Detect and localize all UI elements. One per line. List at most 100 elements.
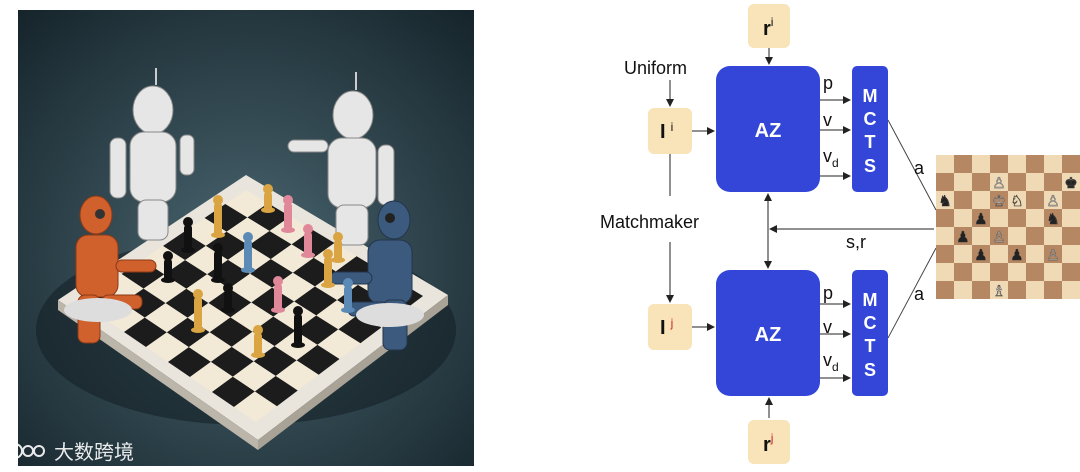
board-square — [936, 227, 954, 245]
board-square — [954, 227, 972, 245]
board-square — [1026, 209, 1044, 227]
svg-text:Ii: Ii — [660, 120, 673, 143]
board-square — [251, 287, 295, 317]
board-square — [1026, 173, 1044, 191]
chess-piece-icon — [273, 276, 283, 286]
board-square — [1062, 227, 1080, 245]
chess-piece-icon: ♟ — [974, 210, 987, 228]
chess-piece-icon — [163, 251, 173, 261]
chess-piece-icon — [343, 278, 353, 288]
board-square — [990, 155, 1008, 173]
board-square — [990, 245, 1008, 263]
board-square — [1008, 263, 1026, 281]
board-square — [972, 155, 990, 173]
watermark: 大数跨境 — [6, 436, 134, 465]
az-top-box: AZ — [716, 66, 820, 192]
chess-piece-icon — [214, 251, 222, 280]
az-bottom-box: AZ — [716, 270, 820, 396]
svg-text:C: C — [864, 313, 877, 333]
mcts-top-box: M C T S — [852, 66, 888, 192]
board-square — [1008, 155, 1026, 173]
board-square — [954, 263, 972, 281]
chess-piece-icon — [323, 249, 333, 259]
board-square — [230, 302, 274, 332]
board-square — [142, 246, 186, 275]
reward-top-box: ri — [748, 4, 790, 48]
board-square — [232, 361, 276, 392]
board-square — [248, 230, 292, 260]
board-square — [1062, 191, 1080, 209]
mcts-bottom-box: M C T S — [852, 270, 888, 396]
chess-piece-icon — [251, 352, 265, 358]
chess-piece-icon: ♙ — [1046, 192, 1059, 210]
chess-piece-icon — [213, 243, 223, 253]
board-square — [226, 217, 270, 246]
chess-piece-icon — [191, 327, 205, 333]
chess-piece-icon — [321, 282, 335, 288]
chess-piece-icon — [331, 257, 345, 263]
board-square — [936, 155, 954, 173]
chess-piece-icon — [223, 283, 233, 293]
svg-text:rj: rj — [763, 431, 773, 456]
chess-piece-icon — [213, 195, 223, 205]
board-square — [954, 191, 972, 209]
board-square — [210, 346, 254, 377]
board-square — [1008, 281, 1026, 299]
board-square — [954, 155, 972, 173]
chess-piece-icon — [324, 257, 332, 285]
board-square — [990, 173, 1008, 191]
board-square — [168, 347, 211, 377]
board-square — [990, 263, 1008, 281]
chess-piece-icon: ♙ — [1046, 246, 1059, 264]
board-square — [1062, 155, 1080, 173]
board-square — [209, 317, 253, 347]
chess-piece-icon — [214, 203, 222, 235]
svg-text:S: S — [864, 156, 876, 176]
chess-piece-icon — [164, 259, 172, 280]
board-square — [936, 173, 954, 191]
board-square — [295, 315, 339, 345]
board-square — [146, 332, 189, 362]
board-square — [972, 227, 990, 245]
board-square — [164, 260, 208, 289]
board-square — [1008, 227, 1026, 245]
board-square — [972, 281, 990, 299]
state-reward-label: s,r — [846, 232, 866, 252]
svg-text:M: M — [863, 86, 878, 106]
board-square — [972, 263, 990, 281]
chess-piece-icon — [161, 277, 175, 283]
board-square — [1026, 281, 1044, 299]
board-square — [183, 218, 227, 246]
board-square — [254, 375, 298, 407]
board-square — [124, 317, 167, 347]
board-square — [1008, 209, 1026, 227]
uniform-label: Uniform — [624, 58, 687, 78]
board-square — [144, 303, 188, 333]
chess-piece-icon — [253, 325, 263, 335]
board-square — [1062, 245, 1080, 263]
chess-piece-icon — [341, 307, 355, 313]
board-square — [186, 274, 230, 304]
chess-piece-icon: ♚ — [1064, 174, 1077, 192]
board-square — [990, 191, 1008, 209]
chess-piece-icon — [283, 195, 293, 205]
chess-piece-icon: ♞ — [938, 192, 951, 210]
chess-piece-icon: ♟ — [956, 228, 969, 246]
svg-text:ri: ri — [763, 15, 773, 40]
board-square — [954, 245, 972, 263]
chess-piece-icon — [224, 291, 232, 310]
board-square — [143, 274, 187, 304]
chess-piece-icon — [344, 286, 352, 310]
board-square — [1008, 173, 1026, 191]
board-square — [188, 332, 232, 362]
board-square — [990, 281, 1008, 299]
chess-piece-icon — [301, 252, 315, 258]
board-square — [212, 376, 255, 407]
chess-piece-icon — [281, 227, 295, 233]
board-square — [275, 360, 319, 391]
output-vd-top: vd — [823, 146, 839, 170]
board-square — [1044, 281, 1062, 299]
board-square — [1044, 155, 1062, 173]
chess-piece-icon — [274, 284, 282, 310]
